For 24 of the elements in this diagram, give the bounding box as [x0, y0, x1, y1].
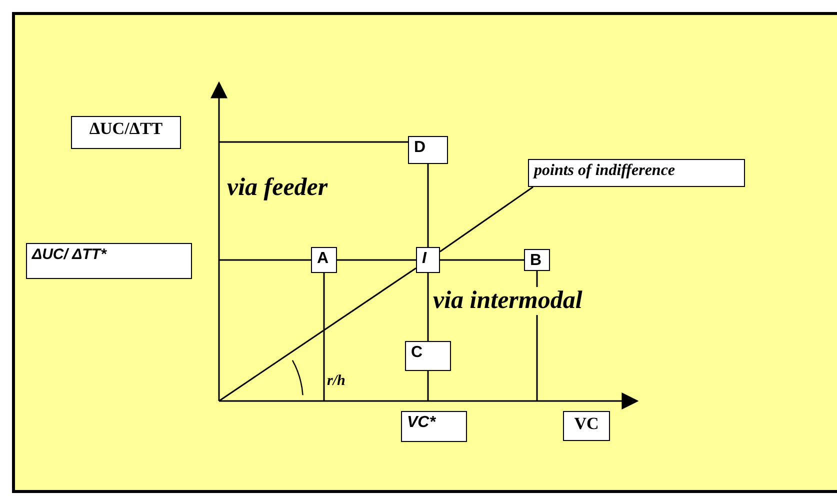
x-axis — [219, 392, 639, 410]
connector-line — [219, 259, 311, 261]
annotation-text: via feeder — [227, 174, 328, 202]
connector-line — [218, 267, 416, 402]
label-box: VC* — [401, 411, 467, 442]
connector-line — [219, 141, 408, 143]
connector-line — [337, 259, 416, 261]
connector-line — [440, 186, 534, 252]
label-box: I — [416, 247, 440, 273]
label-box: A — [311, 247, 337, 273]
connector-line — [427, 273, 429, 341]
label-box: points of indifference — [528, 159, 745, 187]
label-box: D — [408, 136, 448, 164]
y-axis — [210, 81, 228, 401]
label-box: ΔUC/ΔTT — [71, 116, 181, 149]
connector-line — [427, 164, 429, 247]
label-box: B — [524, 249, 550, 271]
label-box: VC — [563, 411, 610, 441]
connector-line — [427, 371, 429, 401]
label-box: C — [405, 341, 451, 371]
connector-line — [440, 259, 524, 261]
annotation-text: via intermodal — [433, 287, 582, 314]
label-box: ΔUC/ ΔTT* — [26, 243, 192, 279]
connector-line — [323, 273, 325, 401]
